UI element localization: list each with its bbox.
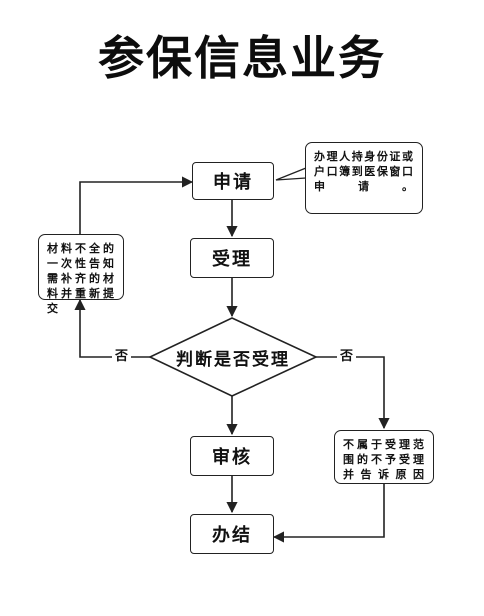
node-complete-label: 办结 <box>212 525 252 546</box>
apply-note-pointer <box>275 167 307 181</box>
node-complete: 办结 <box>190 514 274 554</box>
edge-label-no-right: 否 <box>337 349 357 365</box>
node-apply: 申请 <box>192 162 274 200</box>
node-apply-label: 申请 <box>213 172 253 193</box>
edge-decision-no-right <box>316 356 390 430</box>
decision-diamond <box>148 317 318 397</box>
node-review: 审核 <box>190 436 274 476</box>
edge-reject-to-complete <box>272 484 385 543</box>
node-accept: 受理 <box>190 238 274 278</box>
apply-note: 办理人持身份证或户口簿到医保窗口申请。 <box>305 142 423 214</box>
node-decision-label: 判断是否受理 <box>176 349 290 370</box>
page-title: 参保信息业务 <box>98 31 386 85</box>
node-accept-label: 受理 <box>212 249 252 270</box>
reject-note: 不属于受理范围的不予受理并告诉原因 <box>334 430 434 484</box>
edge-label-no-left: 否 <box>112 349 132 365</box>
edge-incomplete-to-apply <box>79 176 194 234</box>
incomplete-note: 材料不全的一次性告知需补齐的材料并重新提交 <box>38 234 124 315</box>
node-review-label: 审核 <box>212 447 252 468</box>
